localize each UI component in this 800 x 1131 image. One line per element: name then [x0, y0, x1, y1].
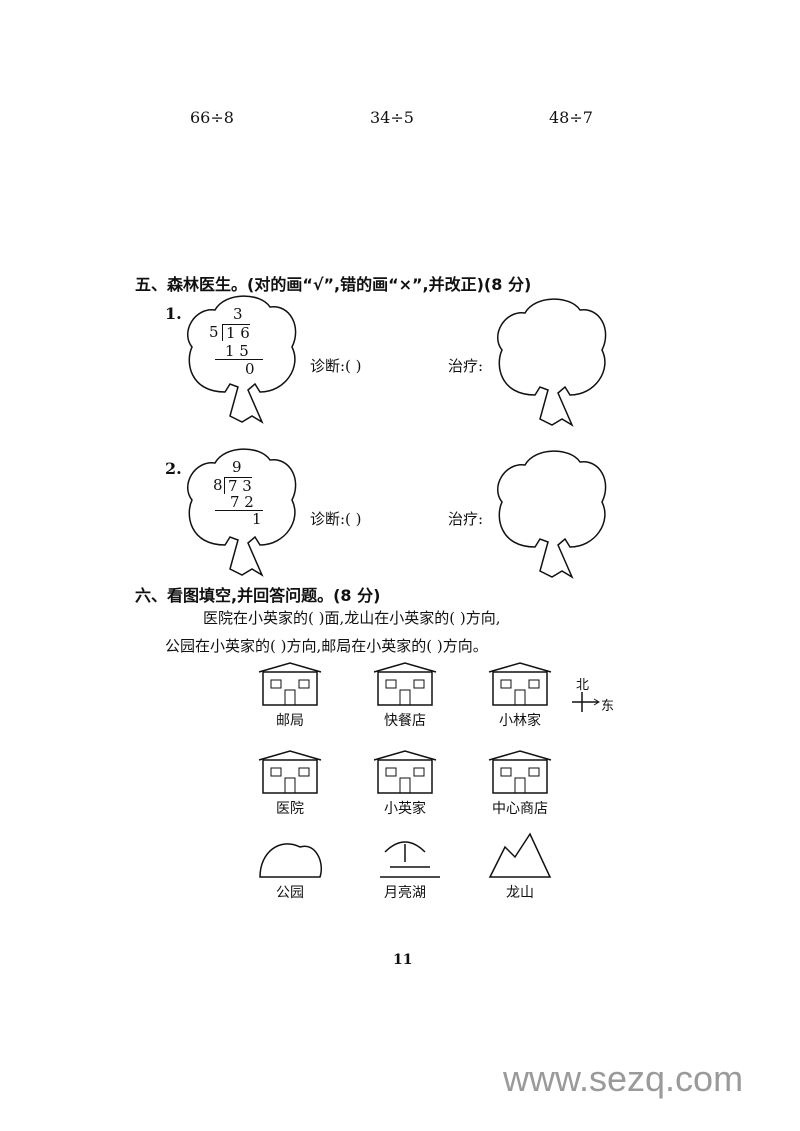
compass-icon	[572, 692, 600, 712]
watermark: www.sezq.com	[503, 1058, 744, 1099]
place-label: 中心商店	[492, 801, 548, 817]
tree-icon	[187, 448, 297, 577]
section5-title: 五、森林医生。(对的画“√”,错的画“×”,并改正)(8 分)	[135, 275, 532, 294]
item1-number: 1.	[165, 304, 182, 323]
post-office-icon	[258, 662, 322, 706]
place-label: 快餐店	[384, 713, 426, 729]
place-label: 邮局	[276, 713, 304, 729]
product: 7 2	[230, 493, 254, 511]
compass-north: 北	[576, 678, 590, 693]
divisor: 5	[209, 323, 219, 341]
section6-title: 六、看图填空,并回答问题。(8 分)	[135, 586, 381, 605]
remainder: 0	[245, 360, 255, 378]
park-icon	[259, 843, 322, 878]
place-label: 医院	[276, 801, 304, 817]
dividend: 1 6	[222, 324, 250, 341]
diagnosis-label: 诊断:( )	[310, 357, 362, 375]
dividend: 7 3	[224, 477, 252, 494]
house-icon	[373, 750, 437, 794]
place-label: 小英家	[384, 801, 426, 817]
tree-icon	[497, 450, 607, 579]
problem-1: 66÷8	[190, 108, 234, 127]
treatment-label: 治疗:	[448, 510, 484, 528]
question-line-1: 医院在小英家的( )面,龙山在小英家的( )方向,	[203, 609, 501, 627]
page-number: 11	[393, 952, 413, 968]
quotient: 9	[232, 458, 242, 476]
treatment-label: 治疗:	[448, 357, 484, 375]
divider	[215, 359, 263, 360]
hospital-icon	[258, 750, 322, 794]
diagnosis-label: 诊断:( )	[310, 510, 362, 528]
house-icon	[488, 662, 552, 706]
fast-food-icon	[373, 662, 437, 706]
problem-3: 48÷7	[549, 108, 593, 127]
place-label: 公园	[276, 885, 304, 901]
place-label: 月亮湖	[384, 885, 426, 901]
problem-2: 34÷5	[370, 108, 414, 127]
question-line-2: 公园在小英家的( )方向,邮局在小英家的( )方向。	[165, 637, 488, 655]
divisor: 8	[213, 476, 223, 494]
divider	[215, 510, 263, 511]
place-label: 小林家	[499, 713, 541, 729]
quotient: 3	[233, 305, 243, 323]
item2-number: 2.	[165, 459, 182, 478]
compass-east: 东	[601, 699, 615, 714]
mountain-icon	[488, 832, 552, 878]
remainder: 1	[252, 510, 262, 528]
product: 1 5	[225, 342, 249, 360]
mall-icon	[488, 750, 552, 794]
place-label: 龙山	[506, 885, 534, 901]
tree-icon	[187, 295, 297, 424]
tree-icon	[497, 298, 607, 427]
lake-icon	[380, 841, 440, 878]
